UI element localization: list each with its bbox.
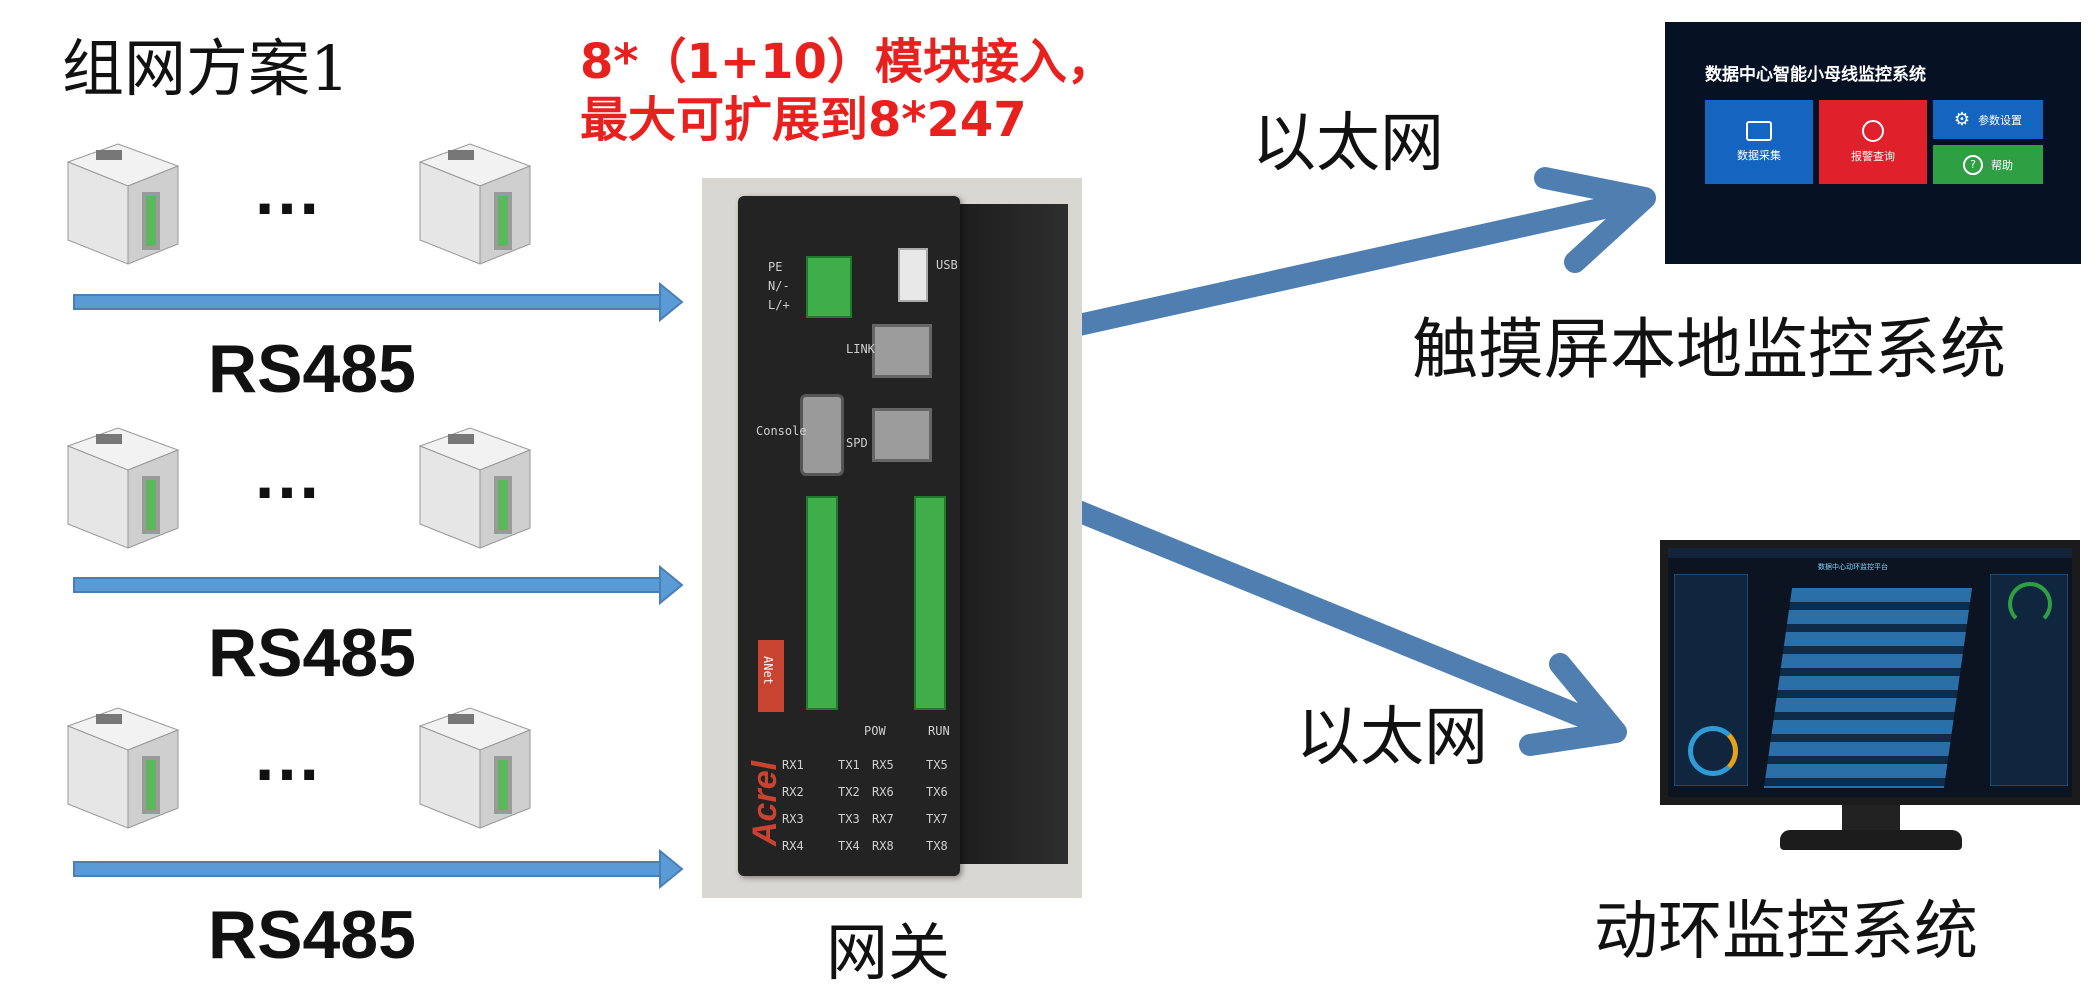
tile-label: 帮助 xyxy=(1991,158,2013,172)
pow-label: POW xyxy=(864,724,886,738)
rs485-label: RS485 xyxy=(208,897,416,973)
power-terminal xyxy=(806,256,852,318)
rs485-label: RS485 xyxy=(208,331,416,407)
tile-label: 参数设置 xyxy=(1978,113,2023,127)
gateway-device: PE N/- L/+ USB LINK SPD Console Acrel AN… xyxy=(738,196,960,876)
run-label: RUN xyxy=(928,724,950,738)
monitor-top-bar xyxy=(1668,548,2072,558)
tile-label: 报警查询 xyxy=(1851,150,1895,163)
usb-port-icon xyxy=(898,248,928,302)
meter-module-icon xyxy=(410,132,540,272)
tile-data-collection[interactable]: 数据采集 xyxy=(1705,100,1813,184)
monitor-label: 动环监控系统 xyxy=(1594,895,1978,969)
meter-module-icon xyxy=(58,416,188,556)
rs485-label: RS485 xyxy=(208,615,416,691)
touch-screen-display: 数据中心智能小母线监控系统 数据采集 报警查询 ⚙ 参数设置 ? 帮助 xyxy=(1665,22,2081,264)
module-ellipsis: … xyxy=(252,151,328,229)
tile-help[interactable]: ? 帮助 xyxy=(1933,145,2043,184)
monitor-icon xyxy=(1746,121,1772,141)
touch-screen-title: 数据中心智能小母线监控系统 xyxy=(1705,65,1926,85)
monitor-display: 数据中心动环监控平台 xyxy=(1660,540,2080,805)
rs485-arrow-2 xyxy=(73,564,684,606)
capacity-note: 8*（1+10）模块接入， 最大可扩展到8*247 xyxy=(580,34,1115,149)
ethernet-label-bottom: 以太网 xyxy=(1296,701,1488,775)
capacity-note-line1: 8*（1+10）模块接入， xyxy=(580,34,1115,90)
ethernet-port-icon xyxy=(872,324,932,378)
touch-screen-label: 触摸屏本地监控系统 xyxy=(1412,311,2006,388)
rs485-arrow-3 xyxy=(73,848,684,890)
gateway-side-panel xyxy=(958,204,1068,864)
rs485-terminal-block xyxy=(806,496,838,710)
meter-module-icon xyxy=(410,696,540,836)
meter-module-icon xyxy=(410,416,540,556)
gateway-label: 网关 xyxy=(826,916,951,989)
tile-label: 数据采集 xyxy=(1737,149,1781,162)
rs485-arrow-1 xyxy=(73,281,684,323)
gear-icon: ⚙ xyxy=(1953,109,1971,130)
led-rx-mid-labels: RX5 RX6 RX7 RX8 xyxy=(872,758,894,853)
ethernet-port-icon xyxy=(872,408,932,462)
capacity-note-line2: 最大可扩展到8*247 xyxy=(580,91,1027,148)
diagram-title: 组网方案1 xyxy=(62,32,350,105)
gauge-icon xyxy=(2008,582,2052,626)
gauge-icon xyxy=(1688,726,1738,776)
server-rack-visual xyxy=(1763,588,1973,788)
link-label: LINK xyxy=(846,342,875,356)
module-ellipsis: … xyxy=(252,435,328,513)
spd-label: SPD xyxy=(846,436,868,450)
tile-alarm-query[interactable]: 报警查询 xyxy=(1819,100,1927,184)
monitor-title: 数据中心动环监控平台 xyxy=(1818,563,1888,571)
console-port-icon xyxy=(800,394,844,476)
search-icon xyxy=(1862,120,1884,142)
meter-module-icon xyxy=(58,696,188,836)
led-tx-mid-labels: TX1 TX2 TX3 TX4 xyxy=(838,758,860,853)
model-tag xyxy=(758,640,784,712)
tile-parameter-settings[interactable]: ⚙ 参数设置 xyxy=(1933,100,2043,139)
model-label: ANet xyxy=(761,656,775,685)
module-ellipsis: … xyxy=(252,717,328,795)
led-rx-left-labels: RX1 RX2 RX3 RX4 xyxy=(782,758,804,853)
brand-logo: Acrel xyxy=(746,760,784,846)
meter-module-icon xyxy=(58,132,188,272)
rs485-terminal-block xyxy=(914,496,946,710)
usb-label: USB xyxy=(936,258,958,272)
monitor-base xyxy=(1780,830,1962,850)
ethernet-label-top: 以太网 xyxy=(1252,107,1444,181)
power-terminal-labels: PE N/- L/+ xyxy=(768,260,790,312)
console-label: Console xyxy=(756,424,807,438)
help-icon: ? xyxy=(1963,154,1983,175)
led-tx-right-labels: TX5 TX6 TX7 TX8 xyxy=(926,758,948,853)
